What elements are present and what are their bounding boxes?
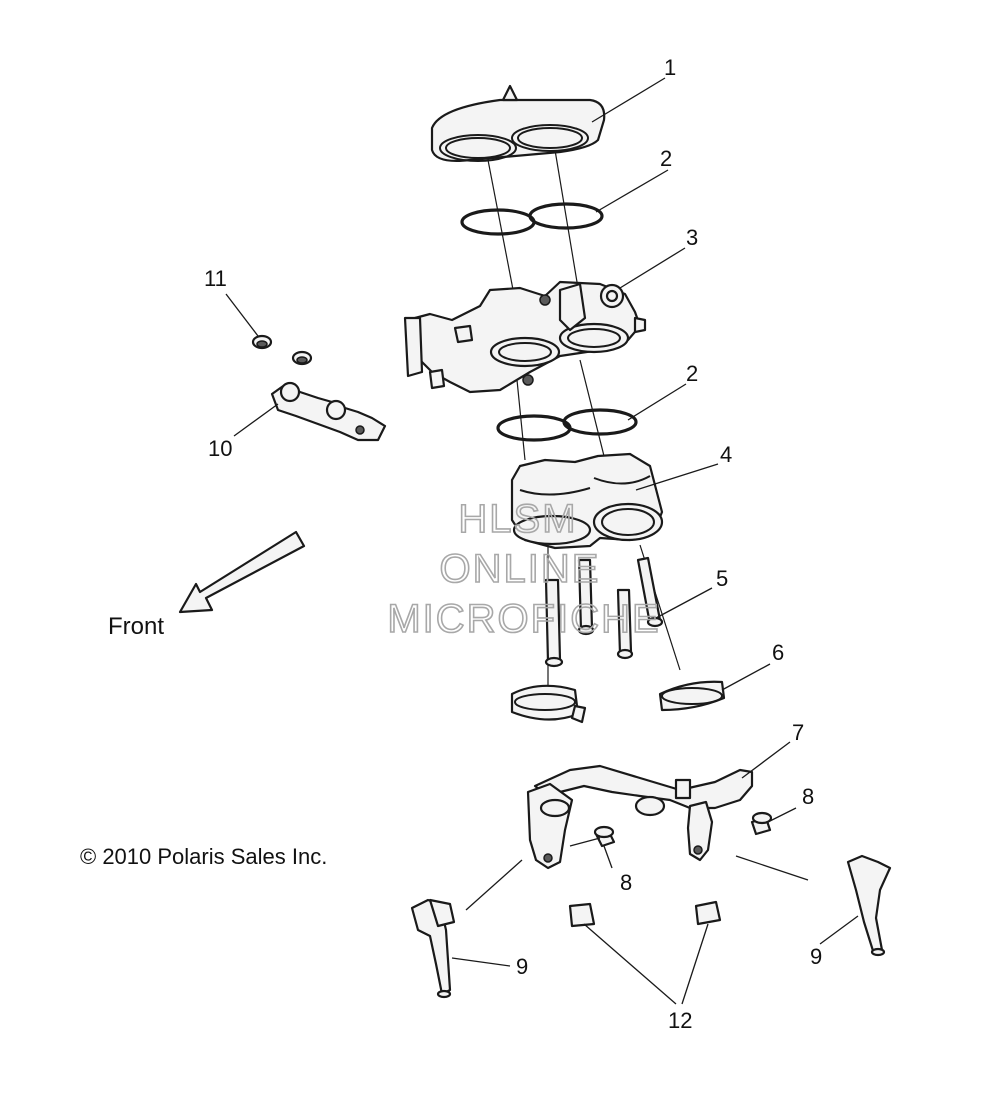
leader-lines	[225, 77, 859, 1005]
watermark-line-3: MICROFICHE	[387, 597, 660, 641]
callout-8-right: 8	[802, 784, 814, 809]
callout-9-right: 9	[810, 944, 822, 969]
part-11-fasteners	[251, 334, 313, 366]
callout-8-center: 8	[620, 870, 632, 895]
part-4-intake-boots	[510, 452, 664, 550]
part-8-screws	[593, 811, 773, 848]
part-2-upper-o-rings	[460, 202, 604, 236]
callout-9-left: 9	[516, 954, 528, 979]
callout-5: 5	[716, 566, 728, 591]
callout-10: 10	[208, 436, 232, 461]
part-6-clamps	[510, 680, 726, 724]
callout-12: 12	[668, 1008, 692, 1033]
part-7-fuel-rail	[526, 764, 754, 870]
callout-labels: 1 2 3 2 4 5 6 7 8 8 9 9 10 11 12	[204, 55, 822, 1033]
watermark-line-1: HLSM	[458, 497, 577, 541]
callout-4: 4	[720, 442, 732, 467]
part-9-injector-right	[846, 854, 892, 957]
watermark: HLSM ONLINE MICROFICHE	[387, 496, 660, 642]
part-9-injector-left	[410, 898, 456, 999]
callout-11: 11	[204, 266, 227, 291]
callout-3: 3	[686, 225, 698, 250]
front-direction-arrow	[178, 530, 306, 614]
front-label: Front	[108, 613, 164, 640]
callout-2-lower: 2	[686, 361, 698, 386]
part-5-bolts	[544, 556, 664, 668]
part-1-adapter-plate	[430, 84, 606, 162]
part-3-throttle-body	[403, 280, 647, 394]
watermark-line-2: ONLINE	[440, 547, 601, 591]
callout-6: 6	[772, 640, 784, 665]
callout-1: 1	[664, 55, 676, 80]
copyright-notice: © 2010 Polaris Sales Inc.	[80, 844, 327, 869]
callout-7: 7	[792, 720, 804, 745]
part-10-bracket	[270, 381, 387, 442]
callout-2-upper: 2	[660, 146, 672, 171]
part-12-clips	[568, 900, 722, 928]
part-2-lower-o-rings	[496, 408, 638, 442]
